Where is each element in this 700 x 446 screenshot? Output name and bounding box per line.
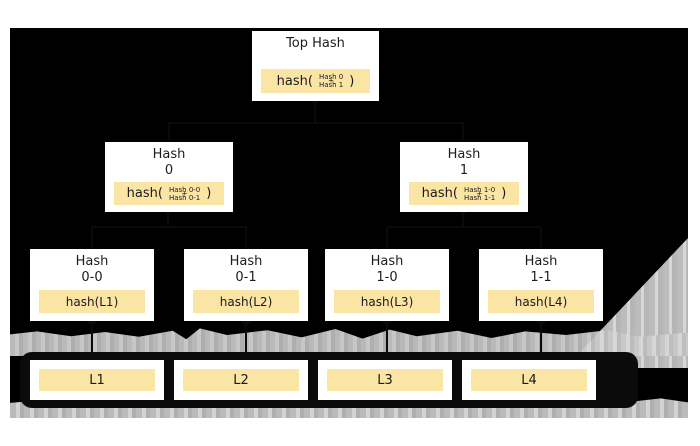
edge-l3-up: [386, 322, 388, 352]
hash-fn-label: hash(: [421, 186, 458, 201]
node-hash-1-formula: hash( Hash 1-0 Hash 1-1 + ): [409, 182, 519, 205]
operand-a: Hash 0: [318, 73, 344, 81]
operand-b: Hash 1-1: [463, 193, 496, 202]
data-block-l2-label: L2: [183, 369, 299, 391]
hash-close-paren: ): [501, 186, 507, 201]
hash-operands: Hash 1-0 Hash 1-1 +: [458, 186, 501, 202]
node-hash-1-1[interactable]: Hash 1-1 hash(L4): [479, 249, 603, 321]
operand-a: Hash 1-0: [463, 185, 496, 194]
node-hash-0-title: Hash 0: [152, 147, 186, 178]
data-block-l2[interactable]: L2: [174, 360, 308, 400]
node-hash-0-1-chip: hash(L2): [193, 290, 299, 313]
edge-h10-up: [386, 228, 388, 249]
arrowhead-hash-1-1: [533, 318, 549, 327]
edge-hash0-to-top: [168, 124, 170, 140]
data-block-l3-label: L3: [327, 369, 443, 391]
operand-b: Hash 0-1: [168, 193, 201, 202]
node-hash-0-0[interactable]: Hash 0-0 hash(L1): [30, 249, 154, 321]
node-hash-0-0-chip: hash(L1): [39, 290, 145, 313]
hash-fn-label: hash(: [126, 186, 163, 201]
node-hash-0-formula: hash( Hash 0-0 Hash 0-1 + ): [114, 182, 224, 205]
data-block-container: L1 L2 L3 L4: [20, 352, 638, 408]
node-hash-1-0-chip: hash(L3): [334, 290, 440, 313]
hash-operands: Hash 0-0 Hash 0-1 +: [163, 186, 206, 202]
edge-top-stem: [314, 100, 316, 122]
node-hash-0[interactable]: Hash 0 hash( Hash 0-0 Hash 0-1 + ): [105, 142, 233, 212]
edge-hash1-to-top: [462, 124, 464, 140]
edge-h10-h11-horiz: [386, 226, 542, 228]
node-hash-1-1-chip: hash(L4): [488, 290, 594, 313]
node-hash-1-1-title: Hash 1-1: [524, 254, 558, 285]
hash-close-paren: ): [206, 186, 212, 201]
node-top-hash[interactable]: Top Hash hash( Hash 0 Hash 1 + ): [252, 31, 379, 101]
edge-hash0-to-top-horiz: [168, 122, 316, 124]
edge-h01-up: [245, 228, 247, 249]
node-top-hash-title: Top Hash: [286, 36, 345, 51]
data-block-l1-label: L1: [39, 369, 155, 391]
data-block-l3[interactable]: L3: [318, 360, 452, 400]
edge-l2-up: [245, 322, 247, 352]
edge-hash0-stem: [167, 212, 169, 226]
hash-fn-label: hash(: [276, 73, 313, 89]
node-hash-1[interactable]: Hash 1 hash( Hash 1-0 Hash 1-1 + ): [400, 142, 528, 212]
node-hash-1-0-title: Hash 1-0: [370, 254, 404, 285]
operator-plus: +: [328, 76, 335, 85]
node-top-hash-formula: hash( Hash 0 Hash 1 + ): [261, 69, 370, 93]
data-block-l1[interactable]: L1: [30, 360, 164, 400]
node-hash-1-0[interactable]: Hash 1-0 hash(L3): [325, 249, 449, 321]
node-hash-0-0-title: Hash 0-0: [75, 254, 109, 285]
node-hash-0-1[interactable]: Hash 0-1 hash(L2): [184, 249, 308, 321]
arrowhead-hash-0-1: [238, 318, 254, 327]
hash-close-paren: ): [349, 73, 355, 89]
data-block-l4[interactable]: L4: [462, 360, 596, 400]
edge-h00-up: [91, 228, 93, 249]
arrowhead-hash-1-0: [379, 318, 395, 327]
operator-plus: +: [181, 189, 188, 197]
edge-hash1-to-top-horiz: [316, 122, 464, 124]
node-hash-1-title: Hash 1: [447, 147, 481, 178]
operator-plus: +: [476, 189, 483, 197]
edge-hash1-stem: [462, 212, 464, 226]
edge-l4-up: [540, 322, 542, 352]
operand-a: Hash 0-0: [168, 185, 201, 194]
edge-l1-up: [91, 322, 93, 352]
data-block-l4-label: L4: [471, 369, 587, 391]
arrowhead-hash-0-0: [84, 318, 100, 327]
hash-operands: Hash 0 Hash 1 +: [313, 73, 349, 89]
edge-h11-up: [540, 228, 542, 249]
node-hash-0-1-title: Hash 0-1: [229, 254, 263, 285]
edge-h00-h01-horiz: [91, 226, 247, 228]
operand-b: Hash 1: [318, 81, 344, 89]
